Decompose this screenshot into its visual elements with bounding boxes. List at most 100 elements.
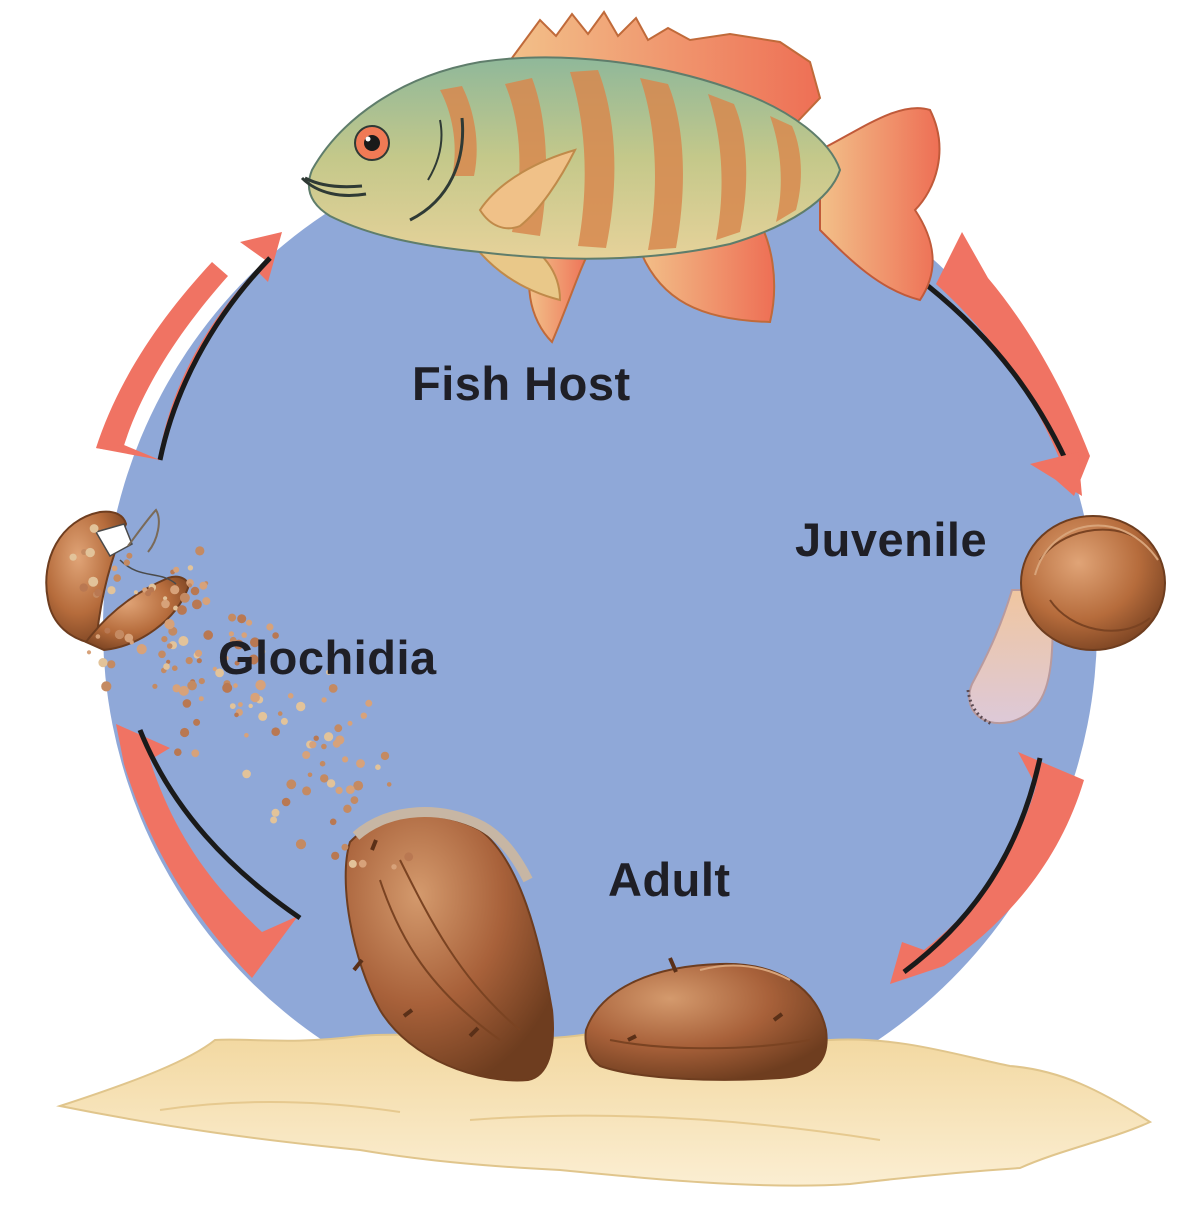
glochidium-particle (107, 660, 116, 669)
glochidium-particle (319, 760, 326, 767)
glochidium-particle (133, 590, 138, 595)
glochidium-particle (185, 657, 193, 665)
glochidium-particle (334, 724, 343, 733)
glochidium-particle (215, 668, 225, 678)
glochidium-particle (89, 524, 99, 533)
glochidium-particle (166, 643, 173, 649)
glochidium-particle (172, 665, 178, 671)
glochidium-particle (277, 711, 283, 716)
glochidium-particle (191, 749, 200, 758)
glochidium-particle (95, 634, 101, 639)
glochidium-particle (248, 654, 259, 665)
glochidium-particle (187, 565, 194, 571)
glochidium-particle (244, 733, 249, 738)
glochidium-particle (222, 682, 233, 693)
glochidium-particle (320, 774, 329, 783)
fish-icon (300, 10, 941, 344)
glochidium-particle (365, 699, 373, 707)
cycle-arrow-icon (926, 232, 1090, 496)
glochidium-particle (286, 779, 297, 790)
glochidium-particle (177, 605, 187, 615)
cycle-arrow-icon (96, 232, 282, 462)
glochidium-particle (375, 764, 381, 770)
glochidium-particle (86, 650, 92, 655)
glochidium-particle (164, 619, 175, 630)
glochidium-particle (307, 772, 313, 778)
glochidium-particle (271, 808, 280, 817)
glochidium-particle (88, 576, 99, 587)
glochidium-particle (69, 553, 77, 561)
glochidium-particle (199, 581, 208, 590)
glochidium-particle (194, 649, 203, 657)
glochidium-particle (228, 613, 237, 622)
glochidium-particle (353, 780, 364, 791)
glochidium-particle (237, 614, 247, 624)
glochidium-particle (124, 633, 134, 643)
glochidium-particle (335, 786, 343, 795)
glochidium-particle (173, 605, 179, 611)
glochidium-particle (198, 678, 205, 685)
glochidium-particle (255, 679, 266, 691)
glochidium-particle (234, 712, 239, 718)
glochidium-particle (111, 565, 118, 572)
glochidium-particle (331, 851, 340, 860)
glochidium-particle (321, 743, 327, 750)
glochidium-particle (321, 697, 327, 703)
glochidium-particle (123, 559, 130, 566)
glochidium-particle (296, 701, 306, 712)
glochidium-particle (228, 631, 234, 637)
glochidium-particle (342, 756, 349, 763)
glochidium-particle (229, 703, 236, 709)
glochidium-particle (94, 588, 102, 597)
glochidium-particle (248, 703, 253, 709)
open-glochidium-icon (45, 508, 190, 652)
cycle-arrow-icon (890, 752, 1084, 984)
glochidium-particle (126, 552, 133, 559)
stage-label-fish-host: Fish Host (412, 357, 631, 410)
glochidium-particle (380, 751, 390, 761)
glochidium-particle (170, 585, 180, 595)
glochidium-particle (391, 864, 397, 870)
glochidium-particle (174, 748, 182, 756)
glochidium-particle (272, 632, 279, 639)
glochidium-particle (345, 785, 355, 794)
glochidium-particle (271, 727, 281, 736)
glochidium-particle (161, 636, 168, 643)
glochidium-particle (198, 696, 204, 702)
glochidium-particle (193, 718, 201, 726)
glochidium-particle (280, 717, 288, 725)
glochidium-particle (404, 852, 414, 862)
stage-label-juvenile: Juvenile (795, 513, 988, 566)
glochidium-particle (79, 583, 88, 592)
glochidium-particle (107, 586, 116, 595)
glochidium-particle (101, 681, 112, 692)
glochidium-particle (258, 711, 268, 721)
glochidium-particle (180, 727, 190, 738)
glochidium-particle (238, 702, 243, 707)
glochidium-particle (195, 546, 205, 556)
glochidium-particle (313, 735, 319, 741)
glochidium-particle (328, 684, 338, 693)
cycle-arrows (96, 232, 1090, 984)
glochidium-particle (166, 659, 171, 665)
adult-mussel-icon (584, 957, 828, 1081)
glochidium-particle (114, 629, 125, 640)
glochidium-particle (350, 796, 359, 804)
glochidium-particle (136, 644, 147, 655)
glochidium-particle (343, 804, 352, 813)
glochidium-particle (179, 592, 190, 603)
glochidium-particle (113, 574, 121, 582)
glochidium-particle (242, 769, 251, 779)
glochidium-particle (324, 732, 334, 742)
glochidium-particle (335, 735, 345, 745)
glochidium-particle (347, 720, 353, 726)
glochidium-particle (341, 843, 349, 851)
glochidia-particles (69, 524, 414, 870)
glochidium-particle (309, 741, 317, 749)
glochidium-particle (302, 786, 312, 796)
glochidium-particle (348, 859, 357, 868)
glochidium-particle (281, 797, 291, 807)
glochidium-particle (85, 547, 95, 558)
glochidium-particle (187, 680, 197, 691)
cycle-arrow-icon (116, 724, 302, 978)
